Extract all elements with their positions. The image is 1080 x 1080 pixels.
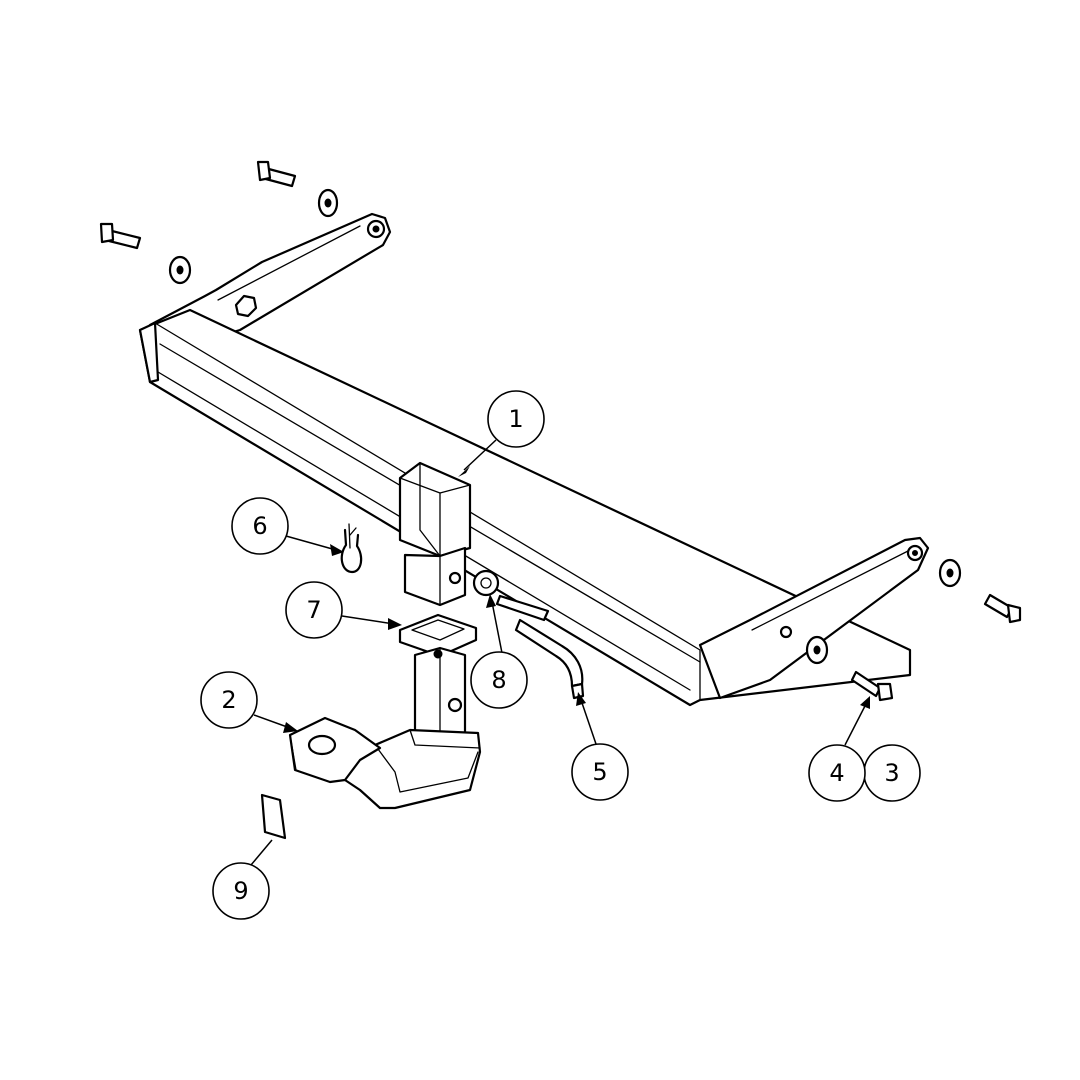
leader-lines [250,439,870,866]
spring-clip [340,523,363,574]
callout-7-number: 7 [306,596,321,624]
washer-lower-right [805,635,829,665]
washer-right [938,558,962,588]
locking-pin [514,618,585,700]
callout-6-number: 6 [252,512,267,540]
square-collar [398,613,478,658]
bolt-top-left-2 [99,222,142,250]
callout-5: 5 [571,743,629,801]
callout-6: 6 [231,497,289,555]
bolt-lower-right [850,670,894,702]
callout-4: 4 [808,744,866,802]
washer-top-left-2 [168,255,192,285]
left-mounting-bracket [148,212,392,340]
right-mounting-bracket [698,536,930,700]
callout-1-number: 1 [508,405,523,433]
callout-8-number: 8 [491,666,506,694]
callout-2-number: 2 [221,686,236,714]
callout-8: 8 [470,651,528,709]
washer-top-left-1 [317,188,339,218]
receiver-tube [403,546,467,607]
callout-4-number: 4 [829,759,844,787]
tow-hook-neck [288,646,482,810]
callout-3: 3 [863,744,921,802]
bolt-right [983,593,1022,624]
callout-9-number: 9 [233,877,248,905]
warning-label [260,793,287,840]
callout-7: 7 [285,581,343,639]
callout-9: 9 [212,862,270,920]
callout-3-number: 3 [884,759,899,787]
bolt-top-left-1 [256,160,297,188]
callout-2: 2 [200,671,258,729]
main-cross-beam [138,308,912,707]
socket-plate [472,569,550,622]
callout-1: 1 [487,390,545,448]
callout-5-number: 5 [592,758,607,786]
